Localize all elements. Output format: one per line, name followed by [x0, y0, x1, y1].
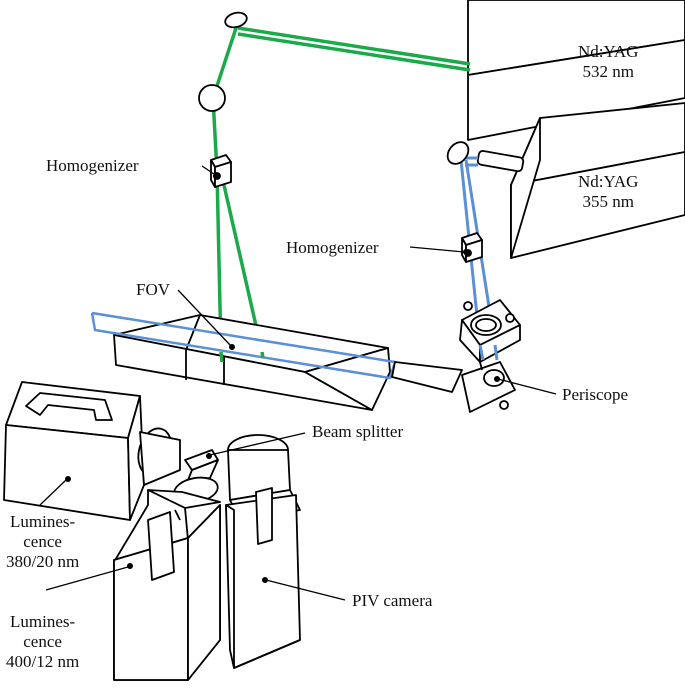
laser-532-box	[467, 0, 685, 141]
mirror-round	[198, 84, 226, 112]
homogenizer-2	[461, 232, 483, 263]
label-laser-532: Nd:YAG 532 nm	[578, 42, 638, 82]
leader-dots	[65, 173, 500, 583]
label-laser-355: Nd:YAG 355 nm	[578, 172, 638, 212]
camera-lum-400	[113, 476, 221, 681]
label-beam-splitter: Beam splitter	[312, 422, 404, 441]
label-homogenizer-1: Homogenizer	[46, 156, 139, 175]
label-lum-400-line3: 400/12 nm	[6, 652, 80, 671]
camera-piv	[225, 434, 301, 669]
green-beam-path	[211, 21, 471, 353]
label-lum-400-line2: cence	[23, 632, 62, 651]
label-fov: FOV	[136, 280, 171, 299]
mirror-top	[224, 11, 248, 29]
leader-lines	[39, 165, 557, 601]
label-lum-380: Lumines- cence 380/20 nm	[6, 512, 79, 572]
label-laser-532-line1: Nd:YAG	[578, 42, 639, 61]
label-laser-355-line2: 355 nm	[582, 192, 634, 211]
laser-355-output-port	[476, 150, 525, 173]
label-lum-400: Lumines- cence 400/12 nm	[6, 612, 79, 672]
mirror-blue	[446, 141, 470, 165]
label-laser-355-line1: Nd:YAG	[578, 172, 639, 191]
label-periscope: Periscope	[562, 385, 629, 404]
blue-light-sheet	[90, 311, 397, 380]
label-piv-camera: PIV camera	[352, 591, 433, 610]
blue-beam-periscope	[478, 344, 499, 361]
camera-lum-380	[3, 381, 181, 521]
label-lum-380-line2: cence	[23, 532, 62, 551]
test-section-channel	[113, 314, 391, 411]
periscope	[459, 299, 521, 413]
label-lum-380-line3: 380/20 nm	[6, 552, 80, 571]
homogenizer-1	[210, 154, 232, 188]
label-laser-532-line2: 532 nm	[582, 62, 634, 81]
label-lum-380-line1: Lumines-	[10, 512, 76, 531]
laser-355-box	[476, 102, 685, 259]
label-homogenizer-2: Homogenizer	[286, 238, 379, 257]
sheet-optic	[391, 361, 463, 393]
label-lum-400-line1: Lumines-	[10, 612, 76, 631]
green-beam-fov	[219, 351, 265, 363]
